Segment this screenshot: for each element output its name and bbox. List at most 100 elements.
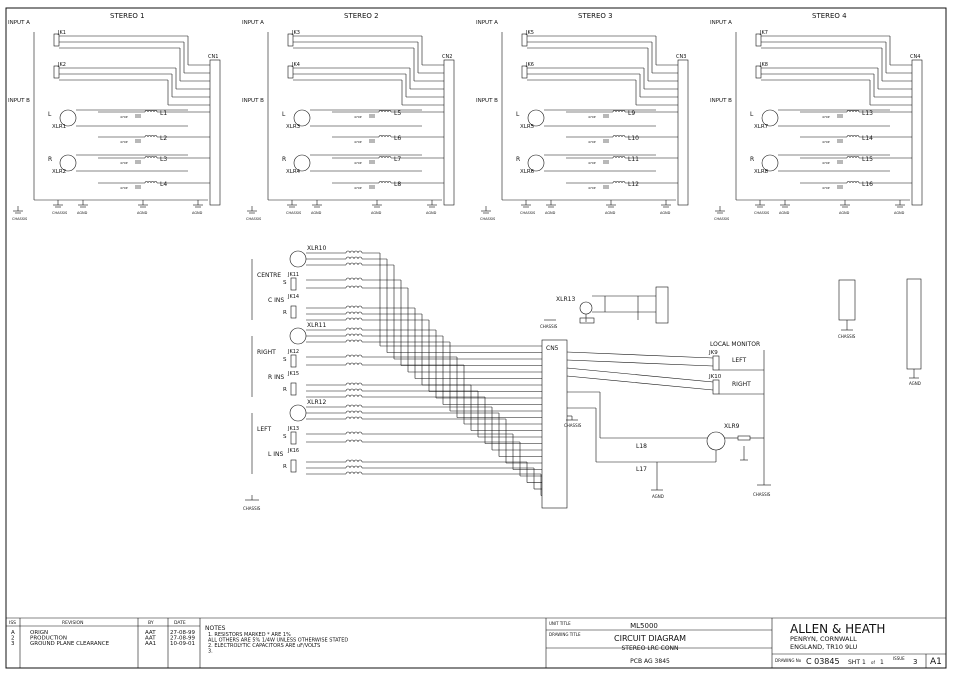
- lrc-wires: [306, 250, 542, 496]
- lrc-inductor: [345, 410, 363, 414]
- capacitor-value: 470P: [354, 186, 362, 190]
- sheet-size: A1: [930, 657, 942, 667]
- lrc-insert-label: L INS: [268, 451, 284, 458]
- xlr-connector: [293, 154, 311, 172]
- jk9-jack: [712, 355, 720, 371]
- chassis-label: CHASSIS: [564, 423, 582, 428]
- jack-bot-label: JK6: [525, 62, 534, 68]
- lrc-jack-r-label: JK16: [287, 448, 299, 454]
- jk9-label: JK9: [708, 350, 718, 356]
- inductor: [144, 110, 158, 113]
- revision-date: 27-08-99: [170, 636, 195, 642]
- s-label: S: [283, 280, 287, 286]
- capacitor-value: 470P: [822, 186, 830, 190]
- lrc-group-label: CENTRE: [257, 272, 281, 279]
- revision-date: 10-09-01: [170, 641, 195, 647]
- chassis-label: CHASSIS: [753, 492, 771, 497]
- lrc-inductor: [345, 262, 363, 266]
- chassis-symbol: CHASSIS: [52, 200, 68, 215]
- r-label: R: [283, 387, 287, 393]
- chassis-symbol: CHASSIS: [12, 206, 28, 221]
- input-a-label: INPUT A: [476, 20, 498, 26]
- jk10-label: JK10: [708, 374, 722, 380]
- inductor-label: L5: [394, 110, 401, 117]
- jack-bot-label: JK2: [57, 62, 66, 68]
- chassis-label: CHASSIS: [243, 506, 261, 511]
- company-address-1: PENRYN, CORNWALL: [790, 635, 857, 643]
- xlr-connector: [527, 154, 545, 172]
- lrc-inductor: [345, 465, 363, 469]
- lrc-xlr-label: XLR12: [307, 399, 326, 406]
- notes-list: 1. RESISTORS MARKED * ARE 1%ALL OTHERS A…: [208, 632, 348, 655]
- revision-text: PRODUCTION: [30, 636, 67, 642]
- r-label: R: [283, 310, 287, 316]
- jack-column-mid-box: [838, 279, 856, 321]
- xlr13-header: [655, 286, 669, 324]
- lrc-jack-s-label: JK13: [287, 426, 299, 432]
- lrc-inductor: [345, 305, 363, 309]
- revision-by: AAT: [145, 630, 156, 636]
- chassis-symbol-label: CHASSIS: [754, 211, 770, 215]
- drawing-title: CIRCUIT DIAGRAM: [614, 634, 686, 643]
- revision-text: ORIGN: [30, 630, 48, 636]
- inductor: [378, 110, 392, 113]
- lrc-inductor: [345, 416, 363, 420]
- connector-label: CN4: [910, 54, 920, 60]
- inductor: [144, 156, 158, 159]
- chassis-label: CHASSIS: [540, 324, 558, 329]
- lrc-inductor: [345, 285, 363, 289]
- lrc-inductor: [345, 250, 363, 254]
- lrc-jack-r: [290, 382, 297, 396]
- capacitor: [603, 114, 609, 118]
- capacitor: [369, 185, 375, 189]
- inductor-label: L9: [628, 110, 635, 117]
- channel-label: L: [516, 111, 520, 118]
- xlr-label: XLR5: [520, 124, 535, 130]
- connector-label: CN2: [442, 54, 452, 60]
- agnd-symbol: AGND: [894, 200, 905, 215]
- capacitor-value: 470P: [822, 161, 830, 165]
- inductor: [846, 181, 860, 184]
- lrc-jack-r-label: JK14: [287, 294, 299, 300]
- drawing-no: C 03845: [806, 657, 840, 666]
- inductor-label: L10: [628, 135, 639, 142]
- input-a-label: INPUT A: [242, 20, 264, 26]
- jack-top: [521, 33, 528, 47]
- inductor-label: L15: [862, 156, 873, 163]
- chassis-symbol-label: CHASSIS: [52, 211, 68, 215]
- jack-top-label: JK5: [525, 30, 534, 36]
- chassis-symbol-label: CHASSIS: [246, 217, 262, 221]
- inductor: [378, 181, 392, 184]
- lrc-jack-r-label: JK15: [287, 371, 299, 377]
- jack-top: [755, 33, 762, 47]
- inductor-label: L13: [862, 110, 873, 117]
- block-connector: [209, 59, 221, 206]
- xlr-connector: [527, 109, 545, 127]
- xlr-label: XLR7: [754, 124, 769, 130]
- lrc-inductor: [345, 471, 363, 475]
- notes-header: NOTES: [205, 625, 226, 632]
- jack-bot-label: JK4: [291, 62, 300, 68]
- jack-bot: [521, 65, 528, 79]
- chassis-symbol: CHASSIS: [286, 200, 302, 215]
- l17-label: L17: [636, 466, 647, 473]
- input-b-label: INPUT B: [710, 98, 732, 104]
- jk10-jack: [712, 379, 720, 395]
- capacitor-value: 470P: [354, 161, 362, 165]
- xlr-label: XLR4: [286, 169, 301, 175]
- inductor: [378, 135, 392, 138]
- agnd-symbol: AGND: [371, 200, 382, 215]
- inductor-label: L3: [160, 156, 167, 163]
- lrc-inductor: [345, 317, 363, 321]
- jack-top-label: JK7: [759, 30, 768, 36]
- capacitor-value: 470P: [822, 115, 830, 119]
- capacitor: [837, 139, 843, 143]
- xlr-label: XLR1: [52, 124, 66, 130]
- rev-header: ISS: [9, 620, 16, 626]
- lrc-jack-s-label: JK11: [287, 272, 299, 278]
- sheet-number: 1: [862, 659, 866, 666]
